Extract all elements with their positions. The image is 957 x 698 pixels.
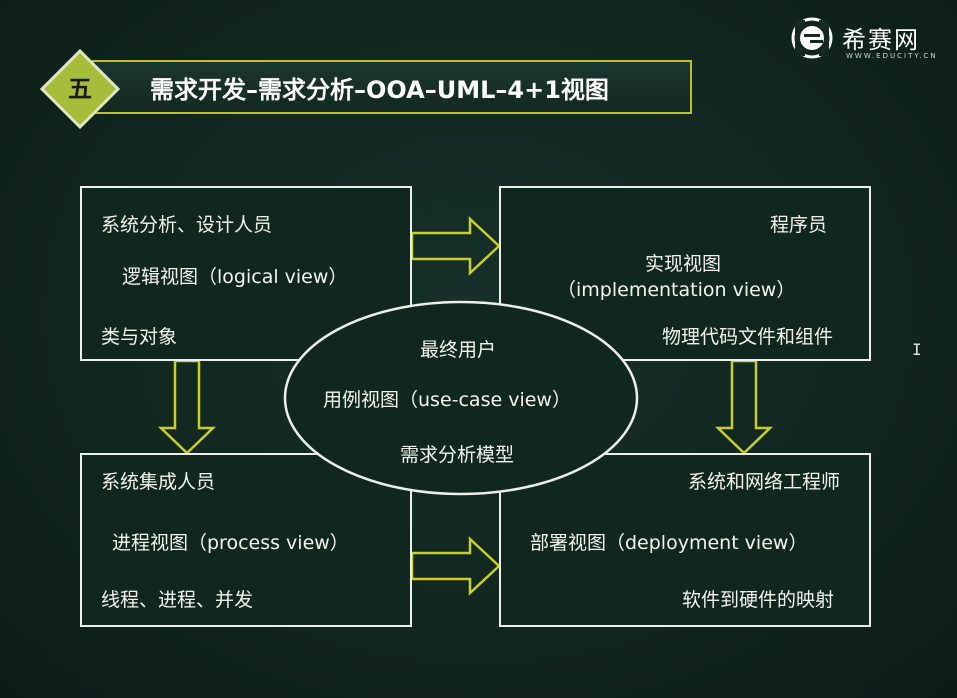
logical-view-label: 逻辑视图（logical view） [122,266,348,288]
title-banner [92,60,692,114]
arrow-right-process-to-deployment [410,536,501,596]
section-badge-diamond [40,49,120,129]
use-case-role: 最终用户 [420,339,497,361]
arrow-down-logical-to-process [157,359,217,455]
process-role: 系统集成人员 [101,471,216,493]
educity-logo: 希赛网 WWW.EDUCITY.CN [790,14,950,64]
logo-name: 希赛网 [842,26,920,54]
use-case-concern: 需求分析模型 [400,444,515,466]
arrow-right-logical-to-implementation [410,216,501,276]
logical-role: 系统分析、设计人员 [101,214,273,236]
logical-concern: 类与对象 [101,326,178,348]
logo-domain: WWW.EDUCITY.CN [846,52,938,60]
deployment-view-label: 部署视图（deployment view） [530,532,808,554]
process-view-box [80,453,412,627]
process-view-label: 进程视图（process view） [112,532,349,554]
arrow-down-implementation-to-deployment [714,359,774,455]
use-case-view-label: 用例视图（use-case view） [323,389,571,411]
process-concern: 线程、进程、并发 [101,589,254,611]
implementation-concern: 物理代码文件和组件 [662,326,834,348]
implementation-role: 程序员 [770,214,828,236]
page-title: 需求开发–需求分析–OOA–UML–4+1视图 [150,76,609,104]
deployment-view-box [499,453,871,627]
deployment-role: 系统和网络工程师 [688,471,841,493]
section-number: 五 [68,75,92,103]
educity-e-icon [791,17,833,59]
use-case-ellipse [283,300,639,496]
implementation-view-label: 实现视图 [645,253,722,275]
implementation-view-label-en: （implementation view） [557,279,796,301]
deployment-concern: 软件到硬件的映射 [682,589,835,611]
text-cursor-icon: I [912,340,922,359]
